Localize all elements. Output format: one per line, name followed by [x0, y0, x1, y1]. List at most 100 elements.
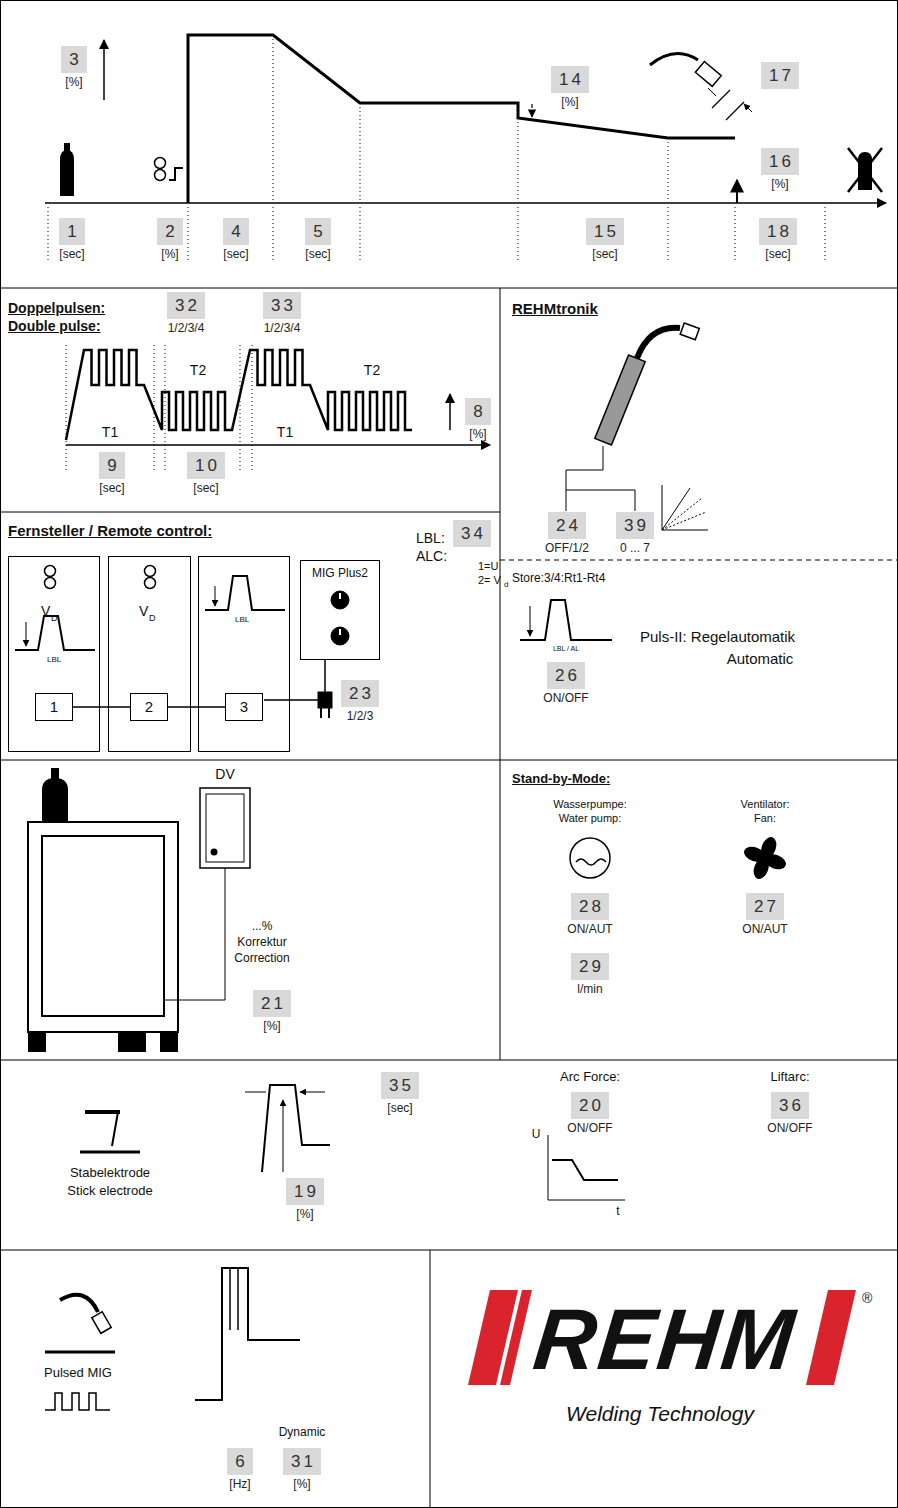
- callout-number: 33: [263, 292, 301, 319]
- callout-number: 29: [571, 953, 609, 980]
- text-label: Welding Technology: [566, 1402, 754, 1426]
- callout-number: 24: [548, 512, 586, 539]
- lbl-icon: [520, 600, 612, 640]
- illustration-part: [742, 835, 788, 881]
- illustration-part: [650, 54, 698, 65]
- illustration-part: [164, 868, 225, 1000]
- illustration-part: [205, 576, 285, 610]
- illustration-part: [736, 180, 738, 203]
- node-label: V: [41, 603, 50, 620]
- node-label: DV: [215, 766, 234, 783]
- socket-box: 2: [130, 693, 168, 721]
- illustration-part: [60, 150, 74, 196]
- unit-label: [sec]: [305, 247, 330, 261]
- callout-number: 27: [746, 893, 784, 920]
- unit-label: 1/2/3/4: [264, 321, 301, 335]
- illustration-part: [48, 35, 825, 262]
- illustration-part: [758, 835, 779, 860]
- text-label: ...%: [252, 920, 273, 934]
- node-label: 2: [145, 698, 153, 716]
- illustration-part: [155, 158, 166, 169]
- illustration-part: [0, 288, 898, 1508]
- illustration-part: [500, 560, 898, 561]
- text-label: Ventilator:: [741, 798, 790, 811]
- callout-number: 35: [381, 1072, 419, 1099]
- text-label: 1=U: [478, 560, 499, 573]
- illustration-part: [60, 1295, 98, 1312]
- illustration-part: [548, 1135, 625, 1200]
- text-label: Puls-II: Regelautomatik: [640, 628, 795, 645]
- illustration-part: [92, 1312, 111, 1334]
- text-label: LBL:: [416, 530, 445, 546]
- parameter-box: 34: [453, 520, 491, 547]
- node-label: D: [51, 613, 58, 624]
- parameter-box: 26ON/OFF: [543, 662, 588, 706]
- illustration-part: [662, 485, 708, 530]
- callout-number: 4: [223, 218, 248, 245]
- unit-label: [%]: [65, 75, 82, 89]
- parameter-box: 27ON/AUT: [742, 893, 787, 937]
- text-label: Korrektur: [237, 936, 286, 950]
- parameter-box: 20ON/OFF: [567, 1092, 612, 1136]
- callout-number: 6: [227, 1448, 252, 1475]
- text-label: U: [532, 1128, 541, 1142]
- callout-number: 19: [286, 1178, 324, 1205]
- callout-number: 18: [759, 218, 797, 245]
- illustration-part: [531, 104, 532, 117]
- unit-label: l/min: [577, 982, 602, 996]
- illustration-part: [215, 586, 216, 606]
- pulsed-mig-icons: [45, 1268, 300, 1410]
- illustration-part: [45, 1351, 115, 1354]
- text-label: Pulsed MIG: [44, 1366, 112, 1381]
- unit-label: ON/AUT: [567, 922, 612, 936]
- parameter-box: 33 1/2/3/4: [263, 292, 301, 336]
- text-label: T1: [277, 424, 293, 440]
- callout-number: 31: [283, 1448, 321, 1475]
- text-label: Stick electrode: [67, 1184, 152, 1199]
- illustration-part: [712, 90, 744, 120]
- illustration-part: [42, 778, 68, 822]
- illustration-part: [145, 566, 156, 577]
- callout-number: 23: [341, 680, 379, 707]
- unit-label: [%]: [771, 177, 788, 191]
- node-label: 1: [50, 698, 58, 716]
- stick-icons: [80, 1085, 625, 1200]
- parameter-box: 1[sec]: [59, 218, 84, 262]
- double-pulse-graph: [66, 345, 490, 470]
- illustration-part: [449, 394, 451, 430]
- text-label: 2= V: [478, 574, 501, 587]
- illustration-part: [45, 566, 56, 577]
- callout-number: 1: [59, 218, 84, 245]
- parameter-box: 21[%]: [253, 990, 291, 1034]
- unit-label: ON/AUT: [742, 922, 787, 936]
- unit-label: OFF/1/2: [545, 541, 589, 555]
- text-label: ALC:: [416, 548, 447, 564]
- unit-label: 1/2/3: [347, 709, 374, 723]
- illustration-part: [321, 708, 329, 718]
- section-title: REHMtronik: [512, 300, 598, 317]
- illustration-part: [576, 859, 606, 865]
- illustration-part: [80, 1151, 140, 1154]
- parameter-box: 4[sec]: [223, 218, 248, 262]
- illustration-part: [200, 788, 250, 868]
- illustration-part: [160, 1032, 178, 1052]
- remote-control-unit: 1VDLBL: [8, 556, 100, 752]
- node-label: V: [139, 603, 148, 620]
- socket-box: 3: [225, 693, 263, 721]
- parameter-box: 29 l/min: [571, 953, 609, 997]
- parameter-box: 28ON/AUT: [567, 893, 612, 937]
- illustration-part: [339, 593, 341, 635]
- parameter-box: 36ON/OFF: [767, 1092, 812, 1136]
- illustration-part: [26, 622, 27, 646]
- standby-icons: [570, 835, 788, 881]
- text-label: d: [504, 580, 508, 589]
- parameter-box: 5[sec]: [305, 218, 330, 262]
- illustration-part: [283, 1100, 284, 1172]
- text-label: Fan:: [754, 812, 776, 825]
- unit-label: [sec]: [193, 481, 218, 495]
- unit-label: [Hz]: [229, 1477, 250, 1491]
- unit-label: [sec]: [592, 247, 617, 261]
- illustration-part: [155, 170, 166, 181]
